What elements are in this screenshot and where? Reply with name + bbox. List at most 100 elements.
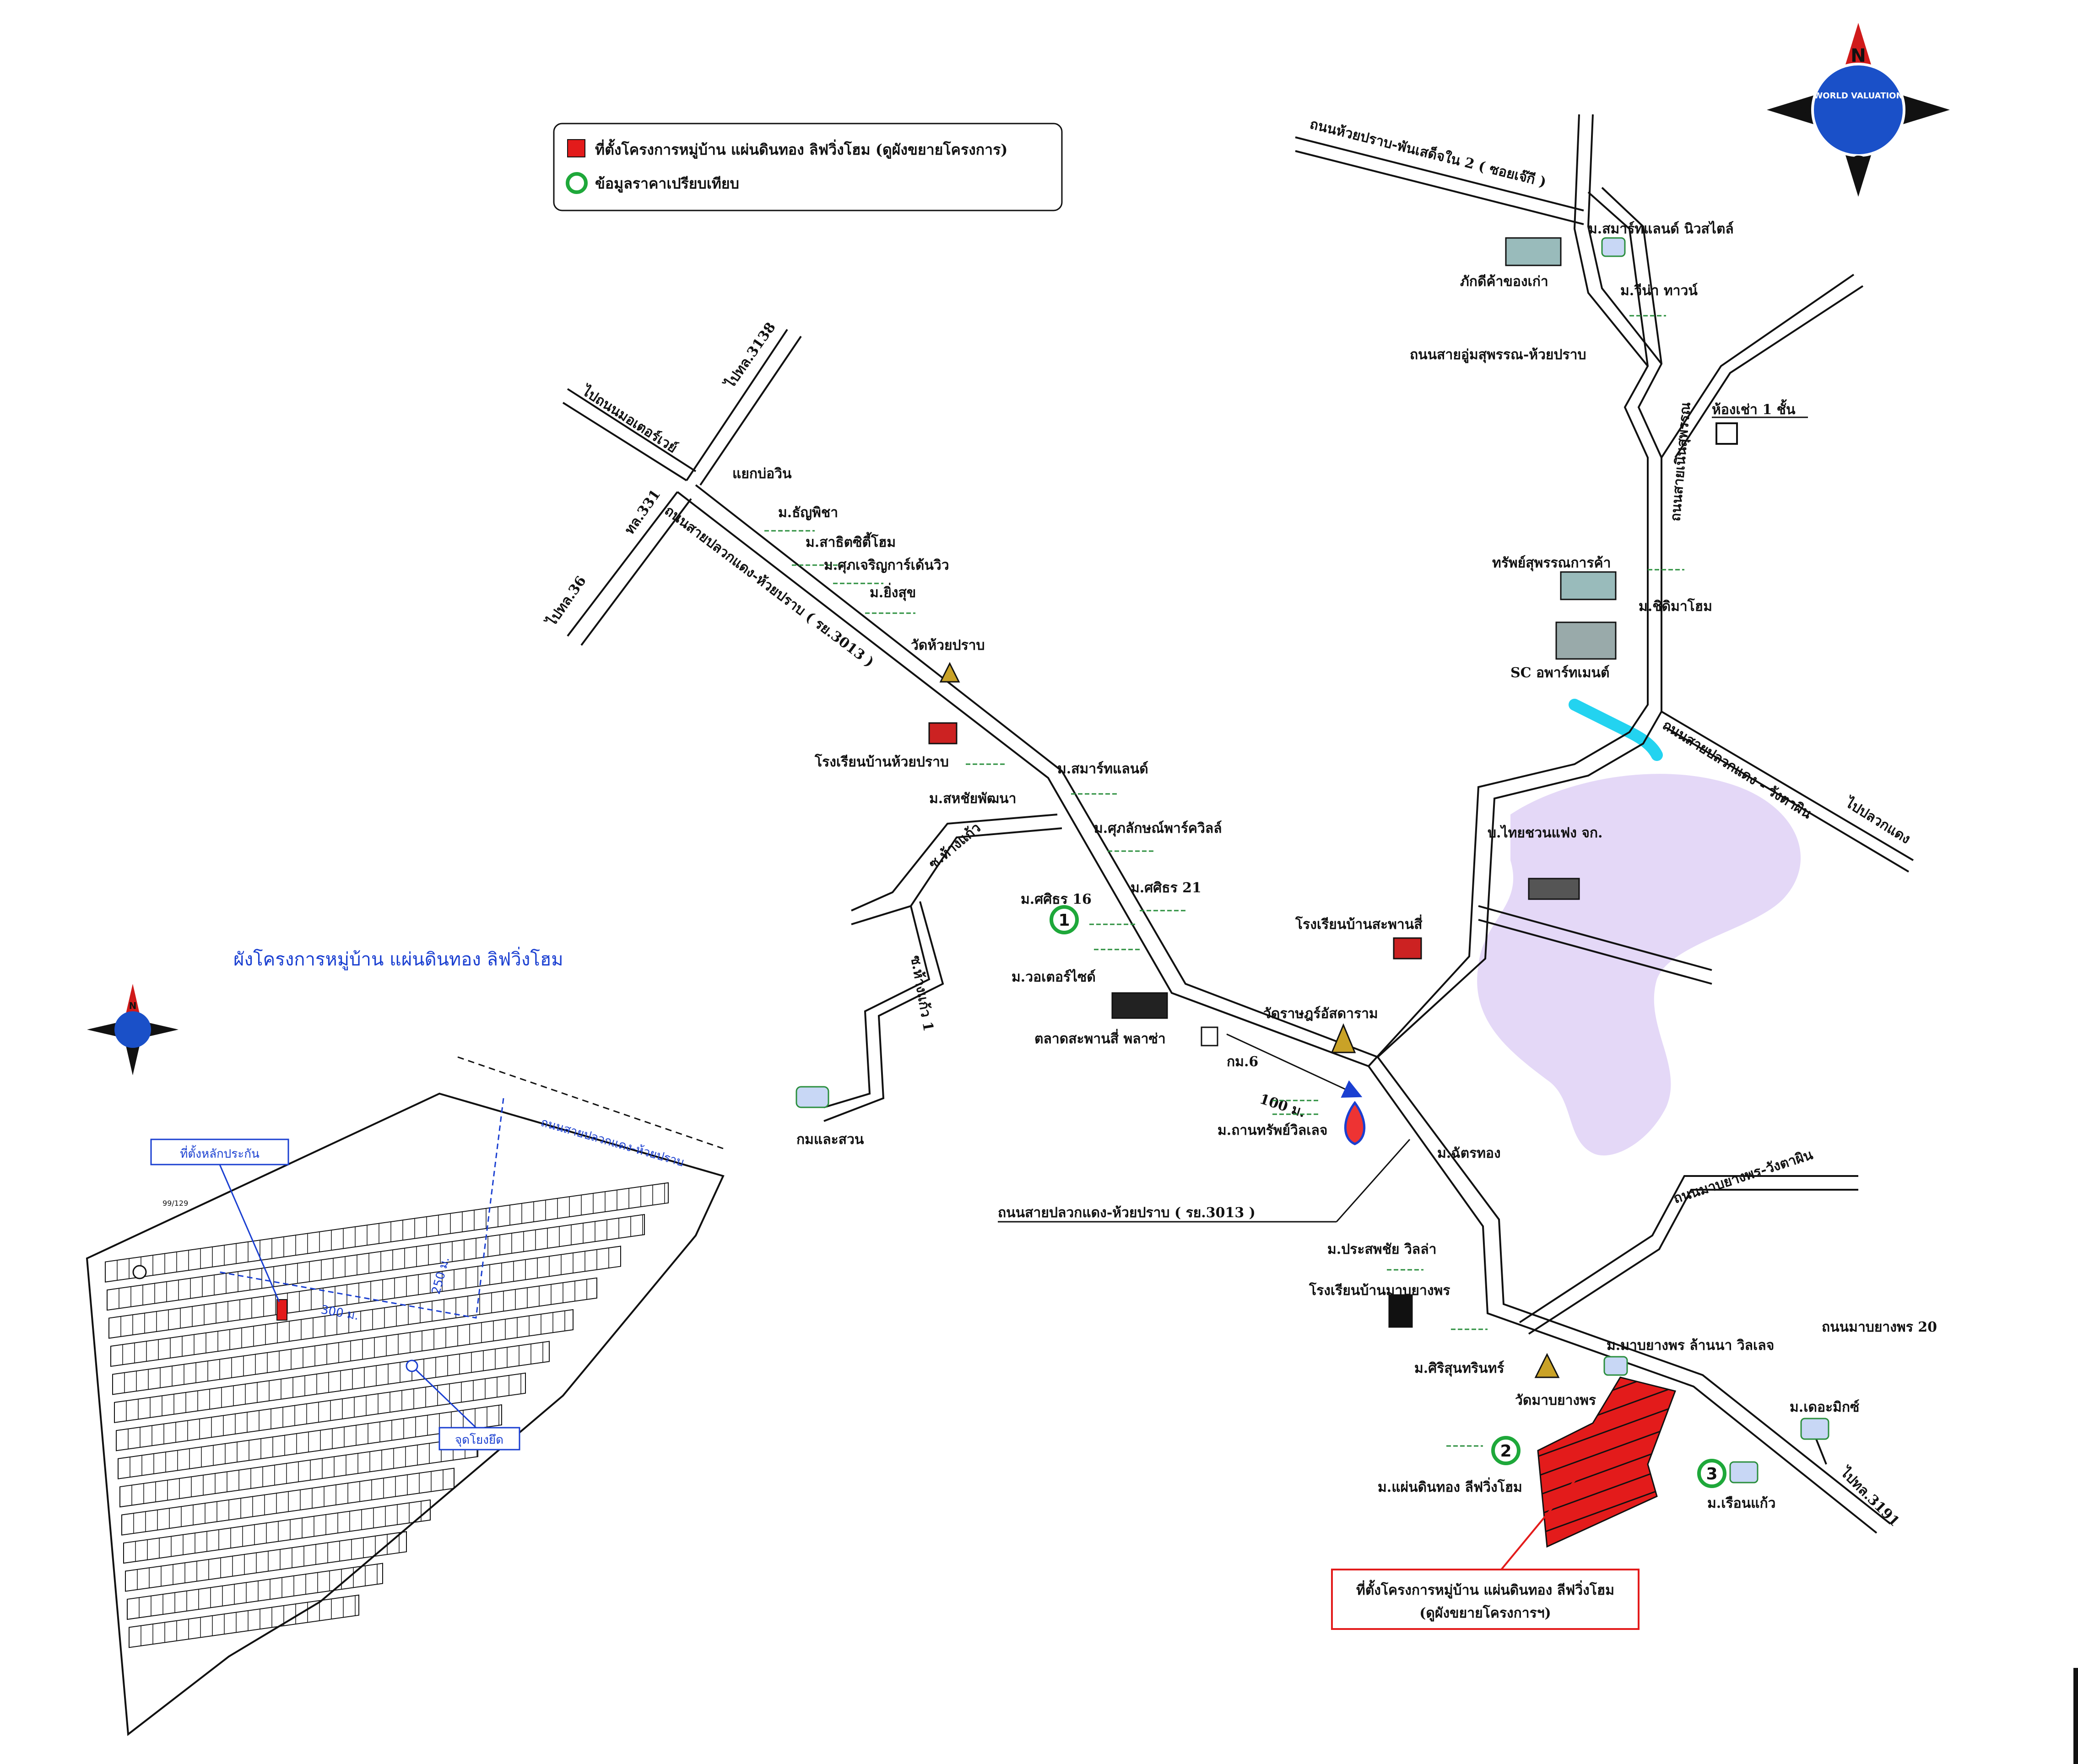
place-chidlom: ม.ชิดิมาโฮม xyxy=(1639,598,1712,615)
place-ruean-kaeo: ม.เรือนแก้ว xyxy=(1707,1495,1775,1511)
svg-text:W: W xyxy=(1791,100,1811,121)
place-school-saphan: โรงเรียนบ้านสะพานสี่ xyxy=(1295,914,1423,933)
place-chat-thong: ม.ฉัตรทอง xyxy=(1437,1145,1501,1161)
plan-lot-row xyxy=(127,1563,383,1620)
plan-lot-row xyxy=(118,1404,502,1479)
place-labels: ม.ธัญพิชา ม.สาธิตซิตี้โฮม ม.ศุภเจริญการ์… xyxy=(764,221,1859,1511)
warehouse-icon xyxy=(1560,571,1617,600)
place-school-mab: โรงเรียนบ้านมาบยางพร xyxy=(1309,1282,1450,1299)
legend-comparable-label: ข้อมูลราคาเปรียบเทียบ xyxy=(595,175,739,193)
place-pakdee: ภักดีค้าของเก่า xyxy=(1460,274,1548,290)
project-callout: ที่ตั้งโครงการหมู่บ้าน แผ่นดินทอง ลีฟวิ่… xyxy=(1331,1463,1640,1630)
plan-point-label: จุดโยงยึด xyxy=(455,1433,503,1447)
plan-parcel-box xyxy=(150,1138,289,1165)
yaek-bo-win-label: แยกบ่อวิน xyxy=(732,466,792,482)
village-icon xyxy=(1603,1356,1628,1376)
svg-text:W: W xyxy=(103,1024,113,1035)
callout-box xyxy=(1331,1569,1640,1630)
temple-icon xyxy=(939,662,960,683)
place-wat-huai-prab: วัดห้วยปราบ xyxy=(911,637,985,653)
place-water-side: ม.วอเตอร์ไซด์ xyxy=(1012,969,1096,985)
plan-lot-row xyxy=(114,1341,550,1424)
place-kolae: กมและสวน xyxy=(796,1132,864,1148)
main-road-callout-leader xyxy=(1336,1139,1411,1222)
comparable-marker-3[interactable]: 3 xyxy=(1697,1459,1726,1488)
svg-text:3: 3 xyxy=(1706,1465,1717,1483)
village-icon xyxy=(1800,1418,1829,1440)
legend-project-swatch xyxy=(567,139,585,157)
main-road-callout-label: ถนนสายปลวกแดง-ห้วยปราบ ( รย.3013 ) xyxy=(998,1205,1255,1221)
noen-suphan-road-label: ถนนสายเนินสุพรรณ xyxy=(1667,401,1694,522)
place-kasem16: ม.ศศิธร 16 xyxy=(1021,891,1092,907)
place-suphak: ม.ศุภลักษณ์พาร์ควิลล์ xyxy=(1094,820,1222,837)
dist-100-label: 100 ม. xyxy=(1258,1091,1308,1121)
temple-icon xyxy=(1534,1353,1560,1378)
place-ptt: ม.ถานทรัพย์วิลเลจ xyxy=(1218,1122,1327,1138)
place-saha-phat: ม.สหชัยพัฒนา xyxy=(929,791,1016,807)
main-road-label: ถนนสายปลวกแดง-ห้วยปราบ ( รย.3013 ) xyxy=(661,502,877,670)
village-icon xyxy=(1729,1461,1759,1483)
to-tl36-label: ไปทล.36 xyxy=(542,573,590,630)
svg-text:N: N xyxy=(1851,45,1866,66)
place-mab-lanna: ม.มาบยางพร ล้านนา วิลเลจ xyxy=(1607,1338,1774,1354)
plan-point-box xyxy=(438,1427,520,1451)
soi-hang-kaeo-label: ซ.ห้างแก้ว xyxy=(926,820,984,873)
place-ying-suk: ม.ยิ่งสุข xyxy=(870,583,916,601)
plan-lot-row xyxy=(125,1531,407,1592)
compass-west-arrow xyxy=(1767,92,1826,128)
factory-icon xyxy=(1528,878,1580,900)
place-the-mix: ม.เดอะมิกซ์ xyxy=(1790,1399,1859,1415)
to-3191-label: ไปทล.3191 xyxy=(1836,1463,1903,1530)
room-icon xyxy=(1715,422,1738,445)
plan-lot-row xyxy=(129,1594,359,1648)
svg-text:E: E xyxy=(155,1024,161,1035)
place-vina: ม.วีน่า ทาวน์ xyxy=(1620,283,1698,299)
comparable-marker-2[interactable]: 2 xyxy=(1491,1436,1521,1465)
place-thai-chuan: บ.ไทยชวนแฟง จก. xyxy=(1488,825,1603,841)
legend-box xyxy=(553,123,1063,211)
plan-lot-row xyxy=(121,1467,455,1536)
soi-hang-kaeo1-label: ซ.ห้างแก้ว 1 xyxy=(907,954,936,1032)
plan-lot-row xyxy=(116,1372,526,1451)
plan-access-road xyxy=(219,1098,504,1319)
tl331-label: ทล.331 xyxy=(622,486,664,537)
main-compass: N S W E WORLD VALUATION xyxy=(1767,23,1950,197)
place-market: ตลาดสะพานสี่ พลาซ่า xyxy=(1034,1029,1166,1047)
plan-outline xyxy=(86,1092,725,1736)
plan-parcel-label: ที่ตั้งหลักประกัน xyxy=(180,1145,260,1161)
small-globe-icon xyxy=(114,1011,151,1048)
place-dhanya: ม.ธัญพิชา xyxy=(778,505,838,521)
plan-lot-row xyxy=(112,1309,574,1395)
plan-lot-row xyxy=(108,1246,621,1339)
place-supha: ม.ศุภเจริญการ์เด้นวิว xyxy=(824,557,949,574)
place-sc-apt: SC อพาร์ทเมนต์ xyxy=(1510,665,1610,681)
plan-lot-no: 99/129 xyxy=(162,1199,188,1208)
mab-yang-20-road-label: ถนนมาบยางพร 20 xyxy=(1822,1319,1937,1335)
callout-line1: ที่ตั้งโครงการหมู่บ้าน แผ่นดินทอง ลีฟวิ่… xyxy=(1356,1580,1614,1599)
callout-leader xyxy=(1500,1463,1589,1570)
compass-brand: WORLD VALUATION xyxy=(1813,91,1903,101)
place-school-huai-prab: โรงเรียนบ้านห้วยปราบ xyxy=(814,753,949,770)
plan-collateral-lot[interactable] xyxy=(276,1299,287,1321)
plan-blocks xyxy=(105,1182,669,1648)
svg-text:E: E xyxy=(1911,100,1924,121)
place-sap-suphan: ทรัพย์สุพรรณการค้า xyxy=(1492,555,1611,572)
comparable-marker-1[interactable]: 1 xyxy=(1050,905,1079,934)
sai-nong-suphan-road-label: ถนนสายอู่มสุพรรณ-ห้วยปราบ xyxy=(1410,347,1586,363)
svg-text:1: 1 xyxy=(1058,911,1070,930)
temple-icon xyxy=(1331,1023,1356,1053)
village-icon xyxy=(795,1086,829,1108)
km6-label: กม.6 xyxy=(1227,1054,1258,1070)
map-icons xyxy=(795,237,1829,1483)
subdivision-plan: ถนนสายปลวกแดง-ห้วยปราบ 250 ม. 300 ม. 99/… xyxy=(86,1056,725,1736)
plan-lot-row xyxy=(123,1499,431,1564)
plan-lot-row xyxy=(107,1214,645,1311)
svg-text:N: N xyxy=(129,1000,137,1011)
place-room-rent: ห้องเช่า 1 ชั้น xyxy=(1712,399,1796,418)
svg-text:S: S xyxy=(1852,153,1865,174)
project-site-area[interactable] xyxy=(1537,1376,1676,1548)
river xyxy=(1569,699,1663,761)
plan-lot-row xyxy=(105,1182,669,1283)
village-icon xyxy=(1601,237,1626,257)
